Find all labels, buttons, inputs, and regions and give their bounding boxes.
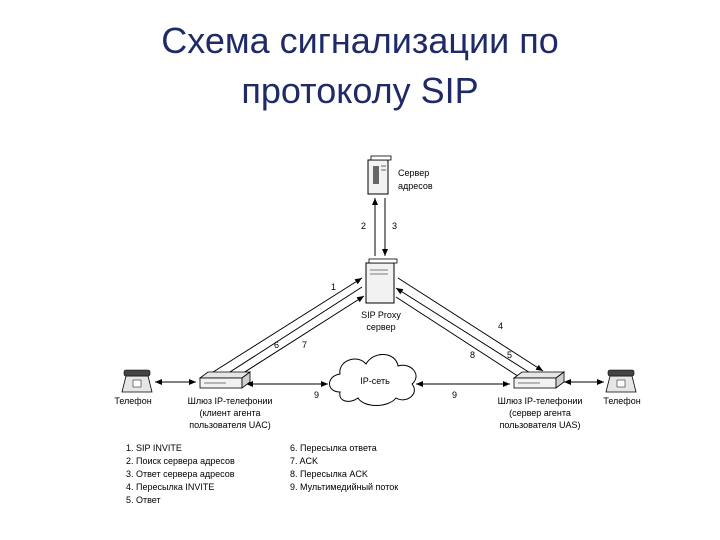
proxy-server-label-2: сервер — [366, 322, 395, 332]
arrow-7 — [225, 295, 365, 385]
legend: 1. SIP INVITE 2. Поиск сервера адресов 3… — [126, 443, 398, 505]
legend-item: 1. SIP INVITE — [126, 443, 182, 453]
step-number-2: 2 — [361, 221, 366, 231]
step-number-9-left: 9 — [314, 390, 319, 400]
arrow-1 — [209, 277, 363, 375]
arrow-4 — [397, 277, 544, 372]
step-number-6: 6 — [274, 340, 279, 350]
ip-network-label: IP-сеть — [360, 376, 390, 386]
phone-right-label: Телефон — [603, 396, 640, 406]
legend-item: 3. Ответ сервера адресов — [126, 469, 235, 479]
step-number-7: 7 — [302, 340, 307, 350]
legend-item: 5. Ответ — [126, 495, 161, 505]
arrow-8 — [395, 296, 528, 383]
title-line-1: Схема сигнализации по — [161, 20, 559, 61]
phone-left-label: Телефон — [114, 396, 151, 406]
legend-item: 7. ACK — [290, 456, 318, 466]
gateway-right-label-3: пользователя UAS) — [500, 420, 581, 430]
phone-left-icon — [121, 369, 153, 393]
gateway-left-icon — [198, 371, 252, 389]
address-server-label-2: адресов — [398, 181, 433, 191]
legend-item: 8. Пересылка ACK — [290, 469, 368, 479]
step-number-3: 3 — [392, 221, 397, 231]
step-number-8: 8 — [470, 350, 475, 360]
legend-item: 4. Пересылка INVITE — [126, 482, 214, 492]
step-number-9-right: 9 — [452, 390, 457, 400]
slide-title: Схема сигнализации по протоколу SIP — [0, 16, 720, 116]
legend-item: 2. Поиск сервера адресов — [126, 456, 235, 466]
gateway-left-label-2: (клиент агента — [199, 408, 260, 418]
gateway-left-label-1: Шлюз IP-телефонии — [188, 396, 273, 406]
gateway-right-icon — [512, 371, 566, 389]
phone-right-icon — [605, 369, 637, 393]
ip-network-cloud-icon — [329, 354, 417, 406]
arrow-5 — [395, 287, 536, 377]
gateway-left-label-3: пользователя UAC) — [189, 420, 271, 430]
title-line-2: протоколу SIP — [241, 70, 479, 111]
legend-item: 9. Мультимедийный поток — [290, 482, 398, 492]
step-number-5: 5 — [507, 350, 512, 360]
proxy-server-icon — [365, 258, 398, 304]
arrow-6 — [215, 286, 363, 382]
proxy-server-label-1: SIP Proxy — [361, 310, 401, 320]
step-number-1: 1 — [331, 282, 336, 292]
address-server-icon — [367, 155, 392, 195]
gateway-right-label-2: (сервер агента — [509, 408, 571, 418]
gateway-right-label-1: Шлюз IP-телефонии — [498, 396, 583, 406]
address-server-label-1: Сервер — [398, 168, 429, 178]
step-number-4: 4 — [498, 321, 503, 331]
legend-item: 6. Пересылка ответа — [290, 443, 377, 453]
